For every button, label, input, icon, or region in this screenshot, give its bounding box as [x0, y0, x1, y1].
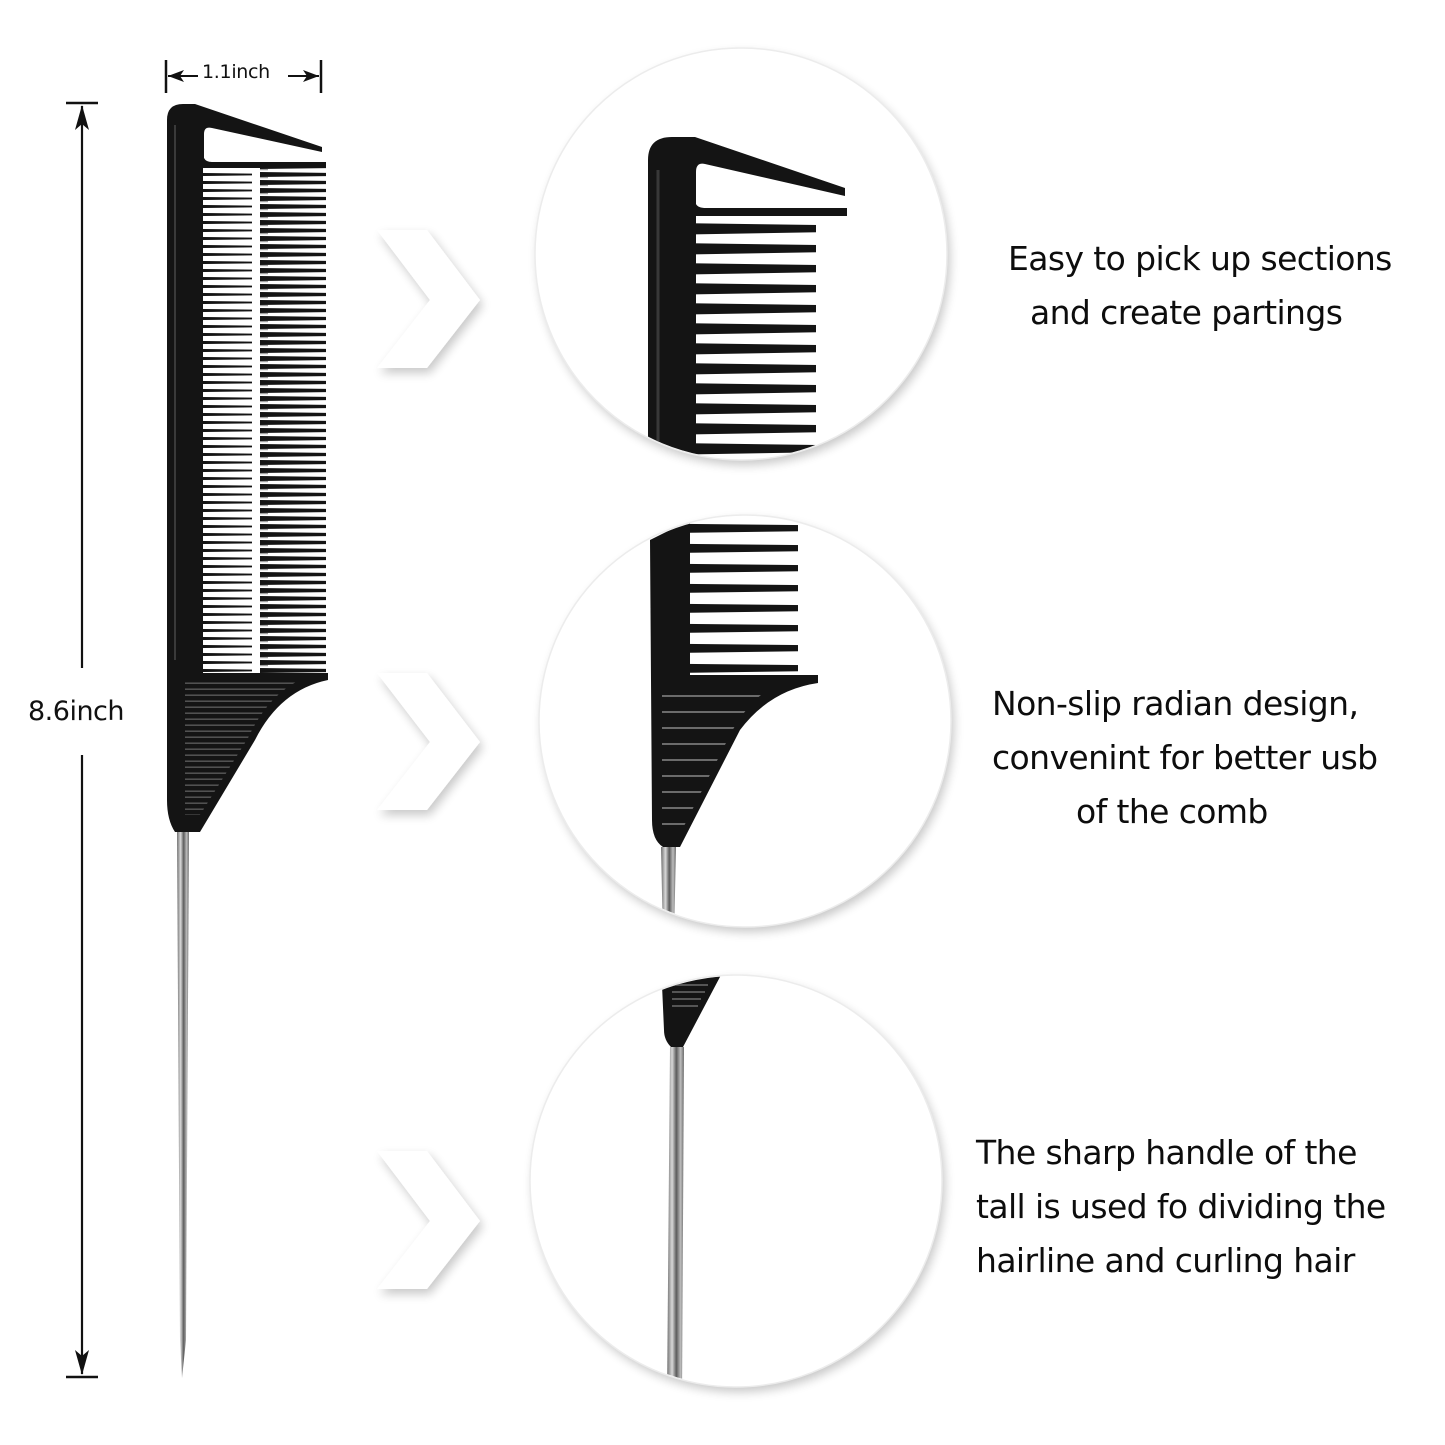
caption-line: The sharp handle of the [976, 1133, 1357, 1172]
width-dimension-label: 1.1inch [200, 61, 272, 83]
feature-caption-sectioning: Easy to pick up sections and create part… [1008, 232, 1392, 340]
caption-line: Easy to pick up sections [1008, 239, 1392, 278]
zoom-circle-steel-tail [529, 974, 943, 1388]
caption-line: tall is used fo dividing the [976, 1187, 1386, 1226]
zoom-circle-comb-handle [538, 514, 952, 928]
rat-tail-comb [167, 104, 328, 1378]
caption-line: convenint for better usb [992, 738, 1378, 777]
zoom-circle-comb-top [534, 47, 948, 461]
caption-line: and create partings [1030, 293, 1343, 332]
height-dimension-line [66, 101, 98, 1379]
caption-line: Non-slip radian design, [992, 684, 1359, 723]
chevron-right-icon [377, 673, 480, 810]
chevron-right-icon [377, 1151, 480, 1289]
chevron-right-icon [377, 230, 480, 368]
height-dimension-label: 8.6inch [28, 696, 125, 727]
caption-line: of the comb [1076, 792, 1268, 831]
caption-line: hairline and curling hair [976, 1241, 1355, 1280]
feature-caption-sharp-tail: The sharp handle of the tall is used fo … [976, 1126, 1386, 1288]
feature-caption-non-slip: Non-slip radian design, convenint for be… [992, 677, 1378, 839]
width-dimension-line [164, 60, 323, 93]
